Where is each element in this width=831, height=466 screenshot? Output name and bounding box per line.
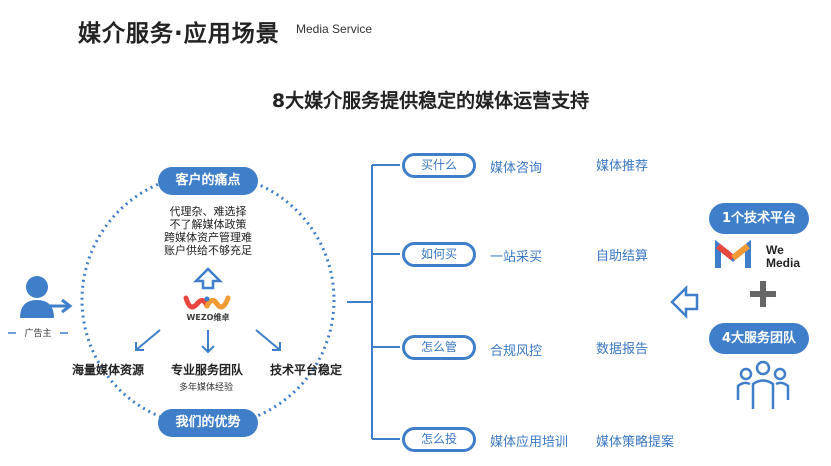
wemedia-logo-text-we: We <box>766 243 784 257</box>
advantages-badge: 我们的优势 <box>158 409 258 437</box>
plus-icon <box>750 281 776 307</box>
dotted-circle <box>80 172 336 428</box>
scenario-how-buy-service-b: 自助结算 <box>596 249 649 264</box>
arrow-down-icon <box>201 330 215 354</box>
advertiser-label: 广告主 <box>24 329 52 339</box>
teams-badge: 4大服务团队 <box>709 323 809 354</box>
pain-point: 不了解媒体政策 <box>169 218 247 231</box>
wezo-logo-icon <box>183 295 231 310</box>
scenario-how-manage-button[interactable]: 怎么管 <box>402 335 476 360</box>
up-arrow-icon <box>192 267 224 290</box>
scenario-what-service-b: 媒体推荐 <box>596 159 649 174</box>
pain-point: 账户供给不够充足 <box>164 244 252 257</box>
scenario-bracket <box>347 164 400 440</box>
pain-point: 代理杂、难选择 <box>169 205 247 218</box>
pain-points-list: 代理杂、难选择 不了解媒体政策 跨媒体资产管理难 账户供给不够充足 <box>140 205 276 257</box>
platform-badge: 1个技术平台 <box>709 203 809 234</box>
main-heading: 8大媒介服务提供稳定的媒体运营支持 <box>0 86 831 113</box>
main-heading-text: 8大媒介服务提供稳定的媒体运营支持 <box>271 90 590 112</box>
page-title: 媒介服务·应用场景 <box>78 21 280 47</box>
page-subtitle: Media Service <box>296 22 373 36</box>
wezo-logo-text: WEZO维卓 <box>186 313 230 322</box>
left-arrow-icon <box>670 284 699 320</box>
pain-points-badge: 客户的痛点 <box>158 167 258 195</box>
advantage-media-resources: 海量媒体资源 <box>72 363 145 377</box>
arrow-right-down-icon <box>255 329 281 351</box>
advantage-stable-platform: 技术平台稳定 <box>270 363 343 377</box>
wemedia-logo-icon <box>715 239 751 268</box>
scenario-what-service-a: 媒体咨询 <box>490 161 543 176</box>
pain-point: 跨媒体资产管理难 <box>164 231 252 244</box>
person-icon <box>20 276 73 318</box>
scenario-how-place-button[interactable]: 怎么投 <box>402 427 476 452</box>
scenario-what-button[interactable]: 买什么 <box>402 153 476 178</box>
scenario-how-manage-service-a: 合规风控 <box>490 344 543 359</box>
wemedia-logo-text-media: Media <box>766 256 801 270</box>
scenario-how-buy-service-a: 一站采买 <box>490 250 543 265</box>
advantage-service-team: 专业服务团队 <box>171 363 244 377</box>
scenario-how-place-service-b: 媒体策略提案 <box>596 435 675 450</box>
scenario-how-buy-button[interactable]: 如何买 <box>402 242 476 267</box>
arrow-left-down-icon <box>135 329 161 351</box>
team-icon <box>736 360 790 409</box>
scenario-how-place-service-a: 媒体应用培训 <box>490 435 569 450</box>
scenario-how-manage-service-b: 数据报告 <box>596 342 649 357</box>
advantage-service-team-sub: 多年媒体经验 <box>179 383 234 393</box>
